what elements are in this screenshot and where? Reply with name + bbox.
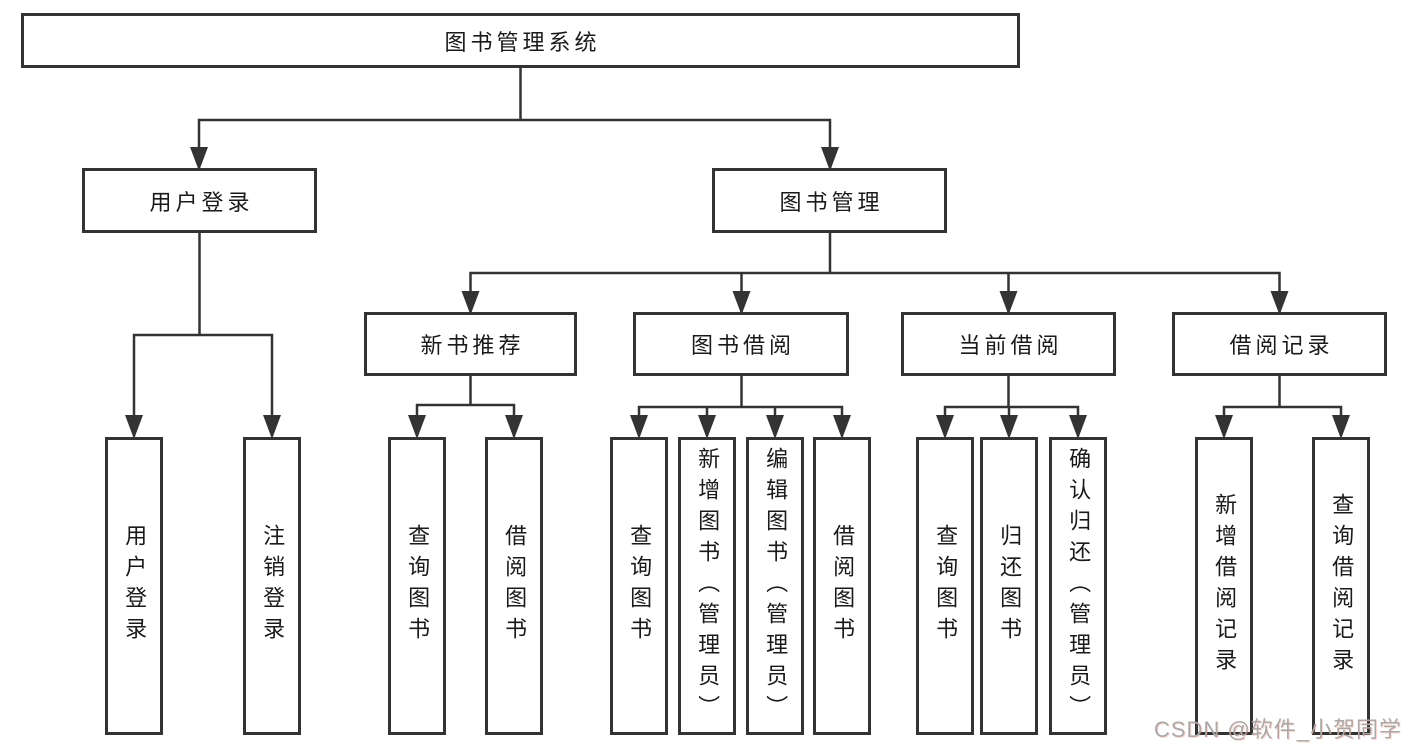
leaf-add-borrow-record: 新增借阅记录	[1195, 437, 1253, 735]
leaf-add-book-admin: 新增图书（管理员）	[678, 437, 736, 735]
node-root-library-management-system: 图书管理系统	[21, 13, 1020, 68]
node-borrowing-records: 借阅记录	[1172, 312, 1387, 376]
leaf-borrow-books-borrow: 借阅图书	[813, 437, 871, 735]
leaf-borrow-books-recommend: 借阅图书	[485, 437, 543, 735]
node-book-management: 图书管理	[712, 168, 947, 233]
leaf-edit-book-admin: 编辑图书（管理员）	[746, 437, 804, 735]
leaf-query-books-current: 查询图书	[916, 437, 974, 735]
leaf-query-books-borrow: 查询图书	[610, 437, 668, 735]
leaf-return-books: 归还图书	[980, 437, 1038, 735]
leaf-confirm-return-admin: 确认归还（管理员）	[1049, 437, 1107, 735]
leaf-user-login: 用户登录	[105, 437, 163, 735]
leaf-query-books-recommend: 查询图书	[388, 437, 446, 735]
leaf-logout: 注销登录	[243, 437, 301, 735]
connector-arrowheads	[125, 147, 1350, 439]
node-book-borrowing: 图书借阅	[633, 312, 849, 376]
leaf-query-borrow-record: 查询借阅记录	[1312, 437, 1370, 735]
node-user-login: 用户登录	[82, 168, 317, 233]
node-current-borrowing: 当前借阅	[901, 312, 1116, 376]
node-new-book-recommendation: 新书推荐	[364, 312, 577, 376]
connector-lines	[132, 68, 1343, 436]
